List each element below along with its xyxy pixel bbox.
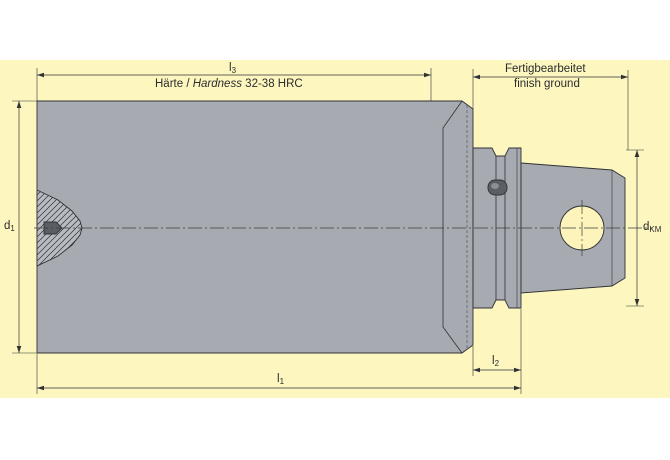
hatch-line: [36, 201, 61, 226]
hatch-line: [36, 195, 49, 208]
finish-note-de: Fertigbearbeitet: [505, 63, 586, 75]
arrowhead: [473, 74, 480, 80]
finish-note-en: finish ground: [514, 78, 580, 90]
arrowhead: [634, 299, 640, 306]
dimension-label-dkm: dKM: [643, 221, 661, 234]
hardness-label-de: Härte /: [155, 78, 190, 90]
arrowhead: [514, 367, 521, 373]
hatch-line: [38, 223, 81, 266]
hatch-line: [36, 219, 79, 262]
dimension-symbol: l: [229, 62, 232, 74]
arrowhead: [621, 74, 628, 80]
hatch-line: [36, 197, 53, 214]
dimension-subscript: 2: [494, 359, 500, 368]
arrowhead: [37, 72, 44, 78]
hardness-label-en: Hardness: [192, 78, 242, 90]
dimension-subscript: 1: [10, 224, 15, 233]
arrowhead: [634, 150, 640, 157]
arrowhead: [37, 385, 44, 391]
dimension-symbol: d: [643, 221, 650, 233]
hatch-line: [36, 193, 45, 202]
arrowhead: [16, 346, 22, 353]
flange-face-line: [442, 100, 463, 354]
dimension-symbol: l: [492, 355, 495, 367]
main-body: [36, 100, 474, 354]
hatch-line: [50, 227, 83, 260]
dimension-symbol: d: [4, 220, 11, 232]
dimension-lines: [12, 68, 644, 394]
hatch-line: [36, 191, 41, 196]
hatch-line: [67, 239, 77, 249]
arrowhead: [16, 101, 22, 108]
dimension-label-d1: d1: [4, 220, 15, 233]
dimension-symbol: l: [277, 373, 280, 385]
dimension-subscript: 3: [231, 66, 237, 75]
dimension-subscript: KM: [649, 225, 662, 234]
dimension-label-l2: l2: [492, 355, 499, 368]
drive-slot-highlight: [491, 183, 499, 189]
hatch-line: [36, 204, 64, 232]
arrowhead: [473, 367, 480, 373]
dimension-subscript: 1: [279, 377, 285, 386]
arrowhead: [514, 385, 521, 391]
arrowhead: [424, 72, 431, 78]
dimension-label-l1: l1: [277, 373, 284, 386]
hatch-line: [36, 199, 57, 220]
hardness-spec: 32-38 HRC: [245, 78, 303, 90]
hatch-line: [36, 215, 77, 256]
dimension-label-l3: l3: [229, 62, 236, 75]
